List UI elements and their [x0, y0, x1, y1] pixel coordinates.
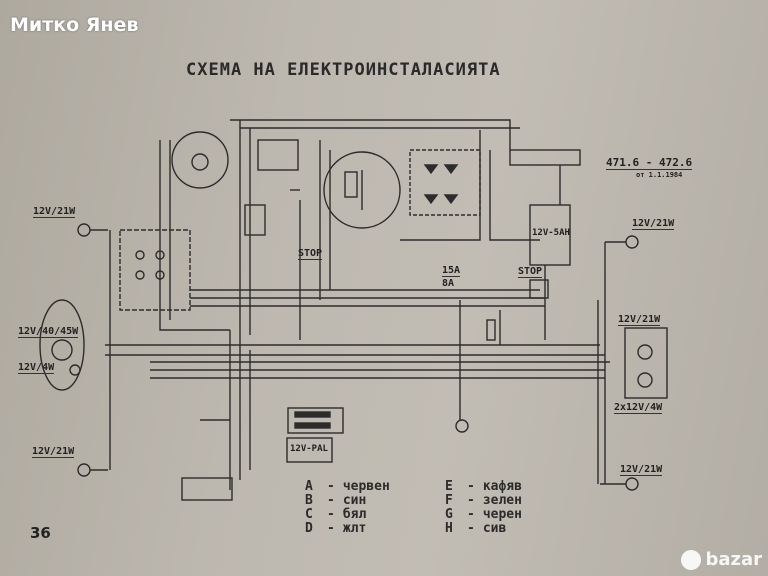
battery — [529, 204, 571, 266]
wire-harness — [105, 119, 610, 490]
logo-icon — [681, 549, 702, 570]
ignition-switch — [171, 131, 229, 189]
legend-item: B-син — [305, 493, 367, 508]
color-legend-left: A-червен B-син C-бял D-жлт — [305, 480, 390, 536]
legend-color: жлт — [342, 521, 367, 536]
label-stop-left: STOP — [298, 248, 323, 260]
legend-item: D-жлт — [305, 521, 367, 536]
label-tail-lamp: 12V/21W — [618, 314, 661, 326]
page-number: 36 — [30, 524, 51, 542]
legend-color: син — [342, 493, 367, 508]
legend-color: сив — [482, 521, 507, 536]
label-fuse-top: 15A — [442, 265, 461, 277]
color-legend-right: E-кафяв F-зелен G-черен H-сив — [445, 480, 522, 536]
label-stop-right: STOP — [518, 266, 543, 278]
site-logo: bazar — [681, 549, 762, 570]
label-fuse-bottom: 8A — [442, 278, 455, 289]
horn — [455, 419, 469, 433]
tail-lamp — [624, 327, 668, 399]
front-right-turn-bulb — [605, 235, 639, 249]
logo-text: bazar — [705, 549, 762, 570]
legend-key: H — [445, 521, 453, 536]
legend-key: A — [305, 479, 313, 494]
legend-color: червен — [342, 479, 390, 494]
generator — [323, 151, 401, 229]
stop-switch — [529, 279, 549, 299]
legend-item: A-червен — [305, 479, 390, 494]
terminal-block — [509, 149, 581, 166]
front-left-turn-bulb — [77, 223, 108, 237]
legend-color: зелен — [482, 493, 522, 508]
legend-item: H-сив — [445, 521, 507, 536]
switch-unit — [287, 407, 344, 434]
coil — [181, 477, 233, 501]
legend-key: D — [305, 521, 313, 536]
rear-left-turn-bulb — [77, 463, 108, 477]
label-tail-lamp-small: 2x12V/4W — [614, 402, 663, 414]
label-rear-right-turn: 12V/21W — [620, 464, 663, 476]
legend-item: E-кафяв — [445, 479, 522, 494]
label-headlamp: 12V/40/45W — [18, 326, 79, 338]
junction-block — [119, 229, 191, 311]
legend-key: B — [305, 493, 313, 508]
watermark: Митко Янев — [10, 14, 139, 36]
legend-color: черен — [482, 507, 522, 522]
label-model-note: от 1.1.1984 — [636, 171, 683, 179]
legend-color: кафяв — [482, 479, 522, 494]
legend-item: C-бял — [305, 507, 367, 522]
label-flasher: 12V-PAL — [290, 444, 328, 454]
rectifier — [409, 149, 481, 216]
legend-item: F-зелен — [445, 493, 522, 508]
fuse-box — [486, 319, 496, 341]
legend-key: E — [445, 479, 453, 494]
label-parking-lamp: 12V/4W — [18, 362, 55, 374]
legend-color: бял — [342, 507, 367, 522]
legend-key: C — [305, 507, 313, 522]
label-front-left-turn: 12V/21W — [33, 206, 76, 218]
diagram-title: СХЕМА НА ЕЛЕКТРОИНСТАЛАСИЯТА — [186, 60, 501, 80]
headlamp — [39, 299, 85, 391]
legend-key: G — [445, 507, 453, 522]
legend-item: G-черен — [445, 507, 522, 522]
label-front-right-turn: 12V/21W — [632, 218, 675, 230]
legend-key: F — [445, 493, 453, 508]
label-model: 471.6 - 472.6 — [606, 156, 693, 170]
label-rear-left-turn: 12V/21W — [32, 446, 75, 458]
label-battery: 12V-5AH — [532, 228, 570, 238]
flasher-relay — [286, 437, 333, 463]
